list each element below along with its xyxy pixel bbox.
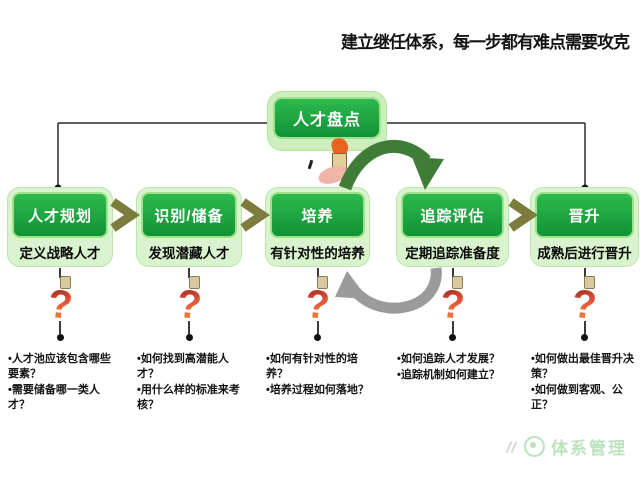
step-subtitle: 有针对性的培养 [270, 246, 365, 261]
question-item: •如何有针对性的培养？ [266, 353, 358, 380]
step-subtitle: 成熟后进行晋升 [537, 246, 632, 261]
curved-arrow-forward-head [412, 157, 444, 190]
mini-person-icon [584, 276, 595, 289]
slide-title: 建立继任体系，每一步都有难点需要攻克 [341, 33, 630, 52]
watermark-text: 体系管理 [551, 439, 627, 458]
question-item: •培养过程如何落地？ [266, 383, 369, 396]
mini-person-icon [317, 276, 328, 289]
stick-line [59, 268, 61, 278]
stick-line [451, 268, 454, 278]
question-mark-icon: ? [266, 268, 369, 348]
step-card: 晋升 成熟后进行晋升 [531, 188, 638, 266]
question-item: •如何找到高潜能人才？ [137, 353, 229, 380]
question-glyph: ? [45, 281, 75, 329]
stick-line [451, 321, 454, 334]
question-item: •如何追踪人才发展？ [397, 353, 500, 365]
person-figure-illustration [307, 136, 370, 196]
step-unit-identify: 识别/储备 发现潜藏人才 ? •如何找到高潜能人才？ •用什么样的标准来考核？ [137, 188, 241, 480]
step-box-label: 晋升 [535, 192, 634, 238]
question-mark-icon: ? [531, 268, 638, 348]
question-glyph: ? [174, 281, 204, 329]
step-unit-cultivate: 培养 有针对性的培养 ? •如何有针对性的培养？ •培养过程如何落地？ [266, 188, 369, 480]
step-unit-promote: 晋升 成熟后进行晋升 ? •如何做出最佳晋升决策？ •如何做到客观、公正？ [531, 188, 638, 480]
question-mark-icon: ? [397, 268, 508, 348]
endpoint-dot [314, 334, 321, 341]
step-box-label: 培养 [270, 192, 365, 238]
stick-line [316, 321, 319, 334]
step-card: 追踪评估 定期追踪准备度 [397, 188, 508, 266]
stick-line [316, 268, 319, 278]
mini-person-icon [188, 276, 200, 289]
question-item: •人才池应该包含哪些要素？ [8, 353, 111, 380]
question-glyph: ? [570, 281, 599, 329]
step-box-label: 识别/储备 [141, 192, 237, 238]
watermark: 体系管理 [505, 434, 627, 459]
question-item: •追踪机制如何建立？ [397, 368, 500, 381]
step-subtitle: 发现潜藏人才 [148, 246, 230, 261]
stick-line [583, 321, 586, 334]
person-arm-shape [316, 162, 350, 188]
step-subtitle: 定义战略人才 [19, 246, 101, 261]
question-item: •如何做到客观、公正？ [531, 383, 623, 411]
step-unit-planning: 人才规划 定义战略人才 ? •人才池应该包含哪些要素？ •需要储备哪一类人才？ [8, 188, 112, 480]
endpoint-dot [449, 334, 456, 341]
stick-line [188, 321, 190, 334]
node-talent-inventory: 人才盘点 [268, 92, 386, 150]
question-list: •如何有针对性的培养？ •培养过程如何落地？ [266, 352, 369, 399]
endpoint-dot [581, 334, 588, 341]
question-item: •用什么样的标准来考核？ [137, 383, 240, 411]
step-card: 识别/储备 发现潜藏人才 [137, 188, 241, 266]
step-unit-track: 追踪评估 定期追踪准备度 ? •如何追踪人才发展？ •追踪机制如何建立？ [397, 188, 508, 480]
step-card: 培养 有针对性的培养 [266, 188, 369, 266]
chevron-right-icon [110, 198, 140, 232]
node-talent-inventory-label: 人才盘点 [273, 97, 381, 139]
mini-person-icon [452, 276, 463, 289]
question-mark-icon: ? [8, 268, 112, 348]
stick-line [188, 268, 190, 278]
question-list: •如何做出最佳晋升决策？ •如何做到客观、公正？ [531, 352, 638, 413]
question-mark-icon: ? [137, 268, 241, 348]
step-card: 人才规划 定义战略人才 [8, 188, 112, 266]
endpoint-dot [185, 334, 193, 341]
chevron-right-icon [508, 198, 538, 232]
mini-person-icon [59, 276, 71, 289]
watermark-logo-icon [524, 436, 545, 457]
question-glyph: ? [438, 281, 467, 329]
question-list: •如何找到高潜能人才？ •用什么样的标准来考核？ [137, 352, 241, 413]
step-subtitle: 定期追踪准备度 [405, 246, 500, 261]
question-item: •如何做出最佳晋升决策？ [531, 353, 634, 380]
question-list: •人才池应该包含哪些要素？ •需要储备哪一类人才？ [8, 352, 112, 413]
question-list: •如何追踪人才发展？ •追踪机制如何建立？ [397, 352, 508, 384]
person-tick-shape [307, 159, 314, 170]
step-box-label: 人才规划 [12, 192, 108, 238]
stick-line [583, 268, 586, 278]
endpoint-dot [56, 334, 64, 341]
question-item: •需要储备哪一类人才？ [8, 383, 100, 411]
question-glyph: ? [303, 281, 332, 329]
step-box-label: 追踪评估 [401, 192, 504, 238]
stick-line [59, 321, 61, 334]
chevron-right-icon [240, 198, 270, 232]
